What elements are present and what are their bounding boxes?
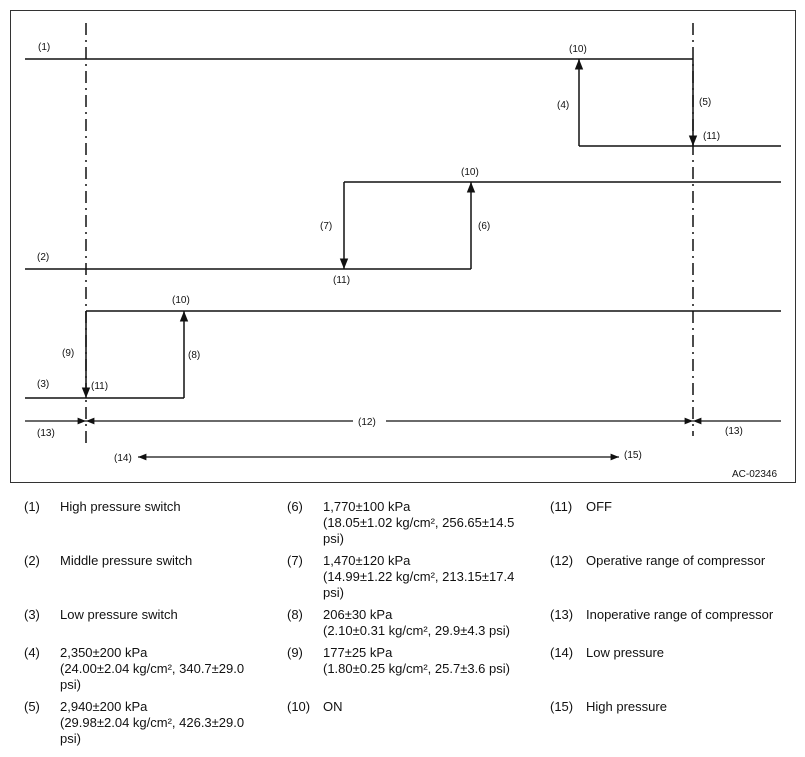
label-5: (5) [699,97,711,108]
legend-text: OFF [586,499,612,514]
legend-text: (29.98±2.04 kg/cm², 426.3±29.0 [60,715,245,730]
legend-num: (2) [24,553,40,568]
legend-num: (10) [287,699,311,714]
label-12: (12) [358,417,376,428]
legend-text: 1,770±100 kPa [323,499,411,514]
legend-num: (9) [287,645,303,660]
pressure-switch-diagram: (1) (10) (4) (5) (11) (10) (7) (6) (2) (… [25,23,781,480]
label-1: (1) [38,42,50,53]
diagram-frame: (1) (10) (4) (5) (11) (10) (7) (6) (2) (… [10,10,796,483]
legend-text: (18.05±1.02 kg/cm², 256.65±14.5 [323,515,515,530]
legend-text: Inoperative range of compressor [586,607,774,622]
legend-text: Middle pressure switch [60,553,193,568]
label-11-low: (11) [91,381,108,392]
legend-text: High pressure switch [60,499,181,514]
legend-text: Low pressure switch [60,607,178,622]
legend-text: 1,470±120 kPa [323,553,411,568]
legend-text: 2,940±200 kPa [60,699,148,714]
legend-num: (14) [550,645,574,660]
label-14: (14) [114,453,132,464]
legend-num: (7) [287,553,303,568]
label-11-high: (11) [703,131,720,142]
label-6: (6) [478,221,490,232]
legend-text: (2.10±0.31 kg/cm², 29.9±4.3 psi) [323,623,510,638]
legend-text: Operative range of compressor [586,553,766,568]
legend-text: 206±30 kPa [323,607,393,622]
legend-num: (3) [24,607,40,622]
legend-num: (12) [550,553,574,568]
legend-text: psi) [323,531,344,546]
legend-text: Low pressure [586,645,665,660]
label-9: (9) [62,348,74,359]
label-2: (2) [37,252,49,263]
legend-num: (6) [287,499,303,514]
label-15: (15) [624,450,642,461]
label-13-left: (13) [37,428,55,439]
legend-text: (24.00±2.04 kg/cm², 340.7±29.0 [60,661,245,676]
legend-num: (11) [550,499,573,514]
label-8: (8) [188,350,200,361]
label-7: (7) [320,221,332,232]
legend-text: psi) [60,677,81,692]
legend-num: (1) [24,499,40,514]
legend-text: 177±25 kPa [323,645,393,660]
legend-num: (15) [550,699,574,714]
legend-text: (14.99±1.22 kg/cm², 213.15±17.4 [323,569,515,584]
legend-text: psi) [60,731,81,746]
label-11-middle: (11) [333,275,350,286]
legend-num: (13) [550,607,574,622]
reference-code: AC-02346 [732,469,777,480]
legend-text: 2,350±200 kPa [60,645,148,660]
label-10-high: (10) [569,44,587,55]
label-3: (3) [37,379,49,390]
legend-text: High pressure [586,699,667,714]
label-4: (4) [557,100,569,111]
label-10-low: (10) [172,295,190,306]
legend-text: (1.80±0.25 kg/cm², 25.7±3.6 psi) [323,661,510,676]
label-13-right: (13) [725,426,743,437]
legend-num: (8) [287,607,303,622]
label-10-middle: (10) [461,167,479,178]
legend-text: ON [323,699,343,714]
legend-num: (4) [24,645,40,660]
legend-text: psi) [323,585,344,600]
legend-num: (5) [24,699,40,714]
